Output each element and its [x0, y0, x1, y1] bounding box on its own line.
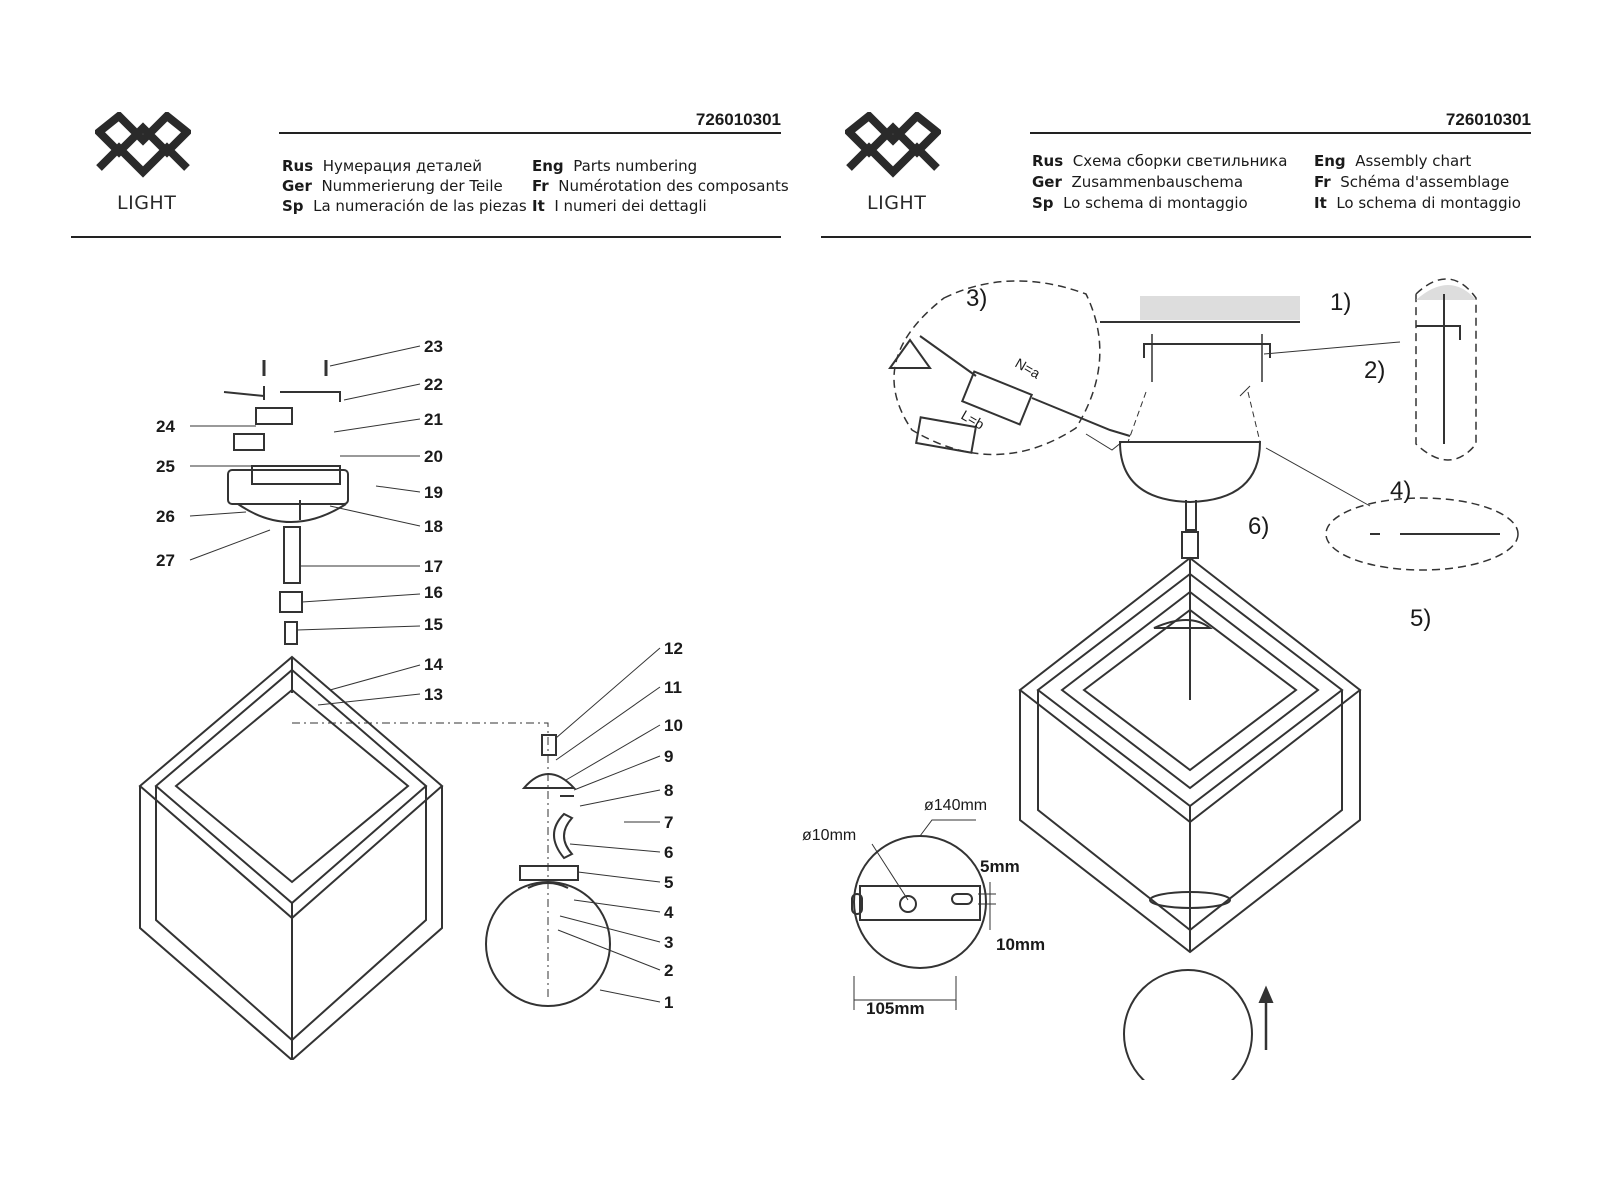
- part-label-16: 16: [424, 583, 443, 602]
- part-label-25: 25: [156, 457, 175, 476]
- dimension-slot-width: 5mm: [980, 857, 1020, 876]
- part-label-3: 3: [664, 933, 673, 952]
- header-rule-bottom: [71, 236, 781, 238]
- part-label-13: 13: [424, 685, 443, 704]
- part-label-17: 17: [424, 557, 443, 576]
- step-label-5: 5): [1410, 605, 1431, 632]
- brand-logo-text: LIGHT: [867, 192, 927, 214]
- terminal-label-n: N=a: [1013, 355, 1044, 382]
- step-label-2: 2): [1364, 357, 1385, 384]
- title-ger: Ger Zusammenbauschema: [1032, 173, 1244, 191]
- dimension-slot-length: 10mm: [996, 935, 1045, 954]
- brand-logo-icon: [845, 112, 941, 178]
- brand-logo-icon: [95, 112, 191, 178]
- header-rule-top: [279, 132, 781, 134]
- part-label-6: 6: [664, 843, 673, 862]
- part-label-21: 21: [424, 410, 443, 429]
- part-label-2: 2: [664, 961, 673, 980]
- step-label-3: 3): [966, 285, 987, 312]
- part-label-22: 22: [424, 375, 443, 394]
- header-rule-bottom: [821, 236, 1531, 238]
- part-label-1: 1: [664, 993, 673, 1012]
- title-eng: Eng Assembly chart: [1314, 152, 1472, 170]
- part-label-23: 23: [424, 337, 443, 356]
- dimension-spacing: 105mm: [866, 999, 925, 1018]
- title-fr: Fr Schéma d'assemblage: [1314, 173, 1510, 191]
- right-page: LIGHT 726010301 Rus Схема сборки светиль…: [800, 0, 1600, 1200]
- part-label-7: 7: [664, 813, 673, 832]
- title-fr: Fr Numérotation des composants: [532, 177, 789, 195]
- step-label-6: 6): [1248, 513, 1269, 540]
- part-label-20: 20: [424, 447, 443, 466]
- dimension-diameter: ø140mm: [924, 797, 987, 814]
- part-label-15: 15: [424, 615, 443, 634]
- part-label-26: 26: [156, 507, 175, 526]
- step-label-4: 4): [1390, 477, 1411, 504]
- step-label-1: 1): [1330, 289, 1351, 316]
- title-eng: Eng Parts numbering: [532, 157, 698, 175]
- brand-logo-text: LIGHT: [117, 192, 177, 214]
- title-it: It I numeri dei dettagli: [532, 197, 707, 215]
- product-code: 726010301: [1445, 110, 1531, 129]
- left-page: LIGHT 726010301 Rus Нумерация деталей Ge…: [71, 110, 789, 1060]
- title-it: It Lo schema di montaggio: [1314, 194, 1521, 212]
- dimension-hole: ø10mm: [802, 827, 856, 844]
- part-label-19: 19: [424, 483, 443, 502]
- part-label-10: 10: [664, 716, 683, 735]
- part-label-5: 5: [664, 873, 673, 892]
- part-label-14: 14: [424, 655, 443, 674]
- part-label-8: 8: [664, 781, 673, 800]
- title-rus: Rus Нумерация деталей: [282, 157, 482, 175]
- part-label-24: 24: [156, 417, 175, 436]
- part-label-27: 27: [156, 551, 175, 570]
- part-label-4: 4: [664, 903, 674, 922]
- part-label-12: 12: [664, 639, 683, 658]
- part-label-18: 18: [424, 517, 443, 536]
- title-ger: Ger Nummerierung der Teile: [282, 177, 503, 195]
- assembly-diagram: 1) 2) 3) 4) 5) 6) N=a L=b ø140mm ø10mm 5…: [802, 278, 1519, 1080]
- part-label-9: 9: [664, 747, 673, 766]
- part-label-11: 11: [664, 678, 682, 697]
- header-rule-top: [1030, 132, 1531, 134]
- title-rus: Rus Схема сборки светильника: [1032, 152, 1288, 170]
- product-code: 726010301: [695, 110, 781, 129]
- parts-diagram: 23 22 21 20 19 18 17 16 15 14 13 24 25 2…: [138, 337, 683, 1060]
- title-sp: Sp La numeración de las piezas: [282, 197, 527, 215]
- title-sp: Sp Lo schema di montaggio: [1032, 194, 1248, 212]
